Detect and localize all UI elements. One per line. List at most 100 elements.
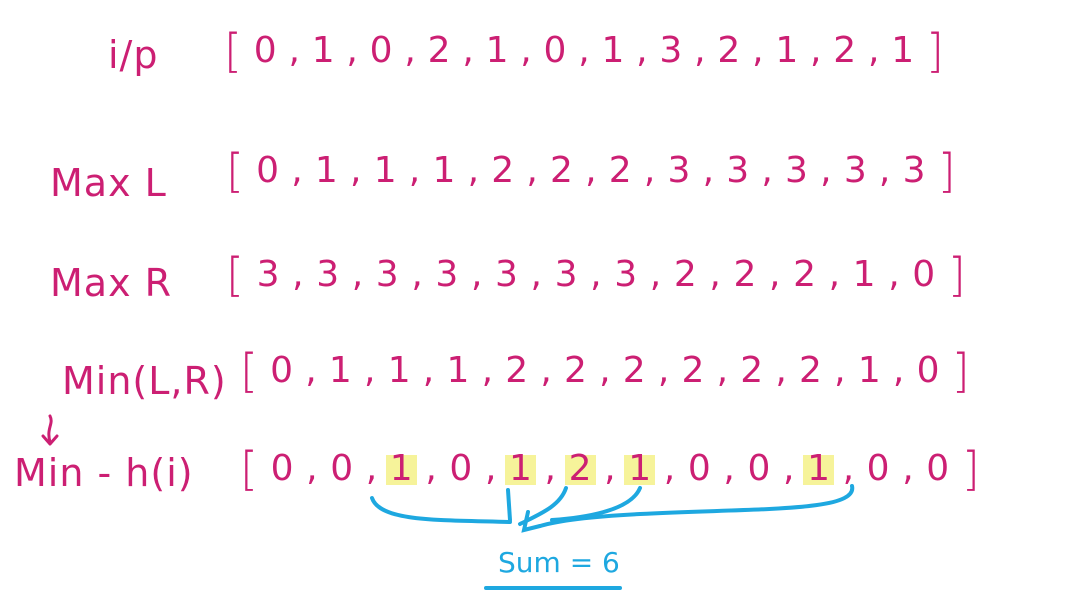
open-bracket: [: [224, 24, 242, 78]
comma: ,: [834, 350, 846, 391]
close-bracket: ]: [937, 144, 956, 198]
comma: ,: [892, 350, 905, 391]
comma: ,: [761, 150, 773, 191]
label-input: i/p: [108, 33, 159, 77]
array-cell: 3: [843, 150, 867, 191]
highlighted-cell: 1: [385, 448, 417, 489]
open-bracket: [: [226, 144, 244, 198]
array-max-right: [3,3,3,3,3,3,3,2,2,2,1,0]: [226, 252, 966, 298]
open-bracket: [: [240, 442, 258, 496]
array-cell: 0: [687, 448, 711, 489]
comma: ,: [467, 150, 480, 191]
comma: ,: [585, 150, 597, 191]
comma: ,: [828, 254, 841, 295]
label-max-left: Max L: [50, 161, 167, 205]
array-cell: 1: [485, 30, 509, 71]
array-cell: 0: [866, 448, 890, 489]
comma: ,: [530, 254, 542, 295]
comma: ,: [411, 254, 423, 295]
comma: ,: [346, 30, 358, 71]
array-water: [0,0,1,0,1,2,1,0,0,1,0,0]: [240, 446, 980, 492]
connector-arrowhead: [521, 510, 542, 533]
connector-from-cell-2: [370, 496, 512, 524]
comma: ,: [820, 150, 832, 191]
array-cell: 3: [614, 254, 638, 295]
array-cell: 0: [369, 30, 393, 71]
array-cell: 2: [491, 150, 515, 191]
array-cell: 3: [726, 150, 750, 191]
array-cell: 0: [270, 350, 294, 391]
array-cell: 0: [270, 448, 294, 489]
array-cell: 0: [253, 30, 277, 71]
comma: ,: [663, 448, 676, 489]
connector-from-cell-4: [506, 488, 512, 522]
array-cell: 1: [446, 350, 470, 391]
comma: ,: [404, 30, 416, 71]
sum-label: Sum = 6: [498, 546, 620, 579]
comma: ,: [782, 448, 795, 489]
comma: ,: [578, 30, 590, 71]
open-bracket: [: [226, 248, 244, 302]
highlighted-cell: 1: [803, 448, 834, 489]
comma: ,: [643, 150, 656, 191]
connector-from-cell-6: [550, 486, 642, 522]
comma: ,: [768, 254, 781, 295]
comma: ,: [723, 448, 735, 489]
comma: ,: [540, 350, 552, 391]
array-cell: 3: [785, 150, 808, 191]
comma: ,: [636, 30, 648, 71]
comma: ,: [752, 30, 764, 71]
array-min-lr: [0,1,1,1,2,2,2,2,2,2,1,0]: [240, 348, 970, 394]
array-cell: 2: [799, 350, 822, 391]
array-cell: 1: [891, 30, 915, 71]
array-cell: 1: [328, 350, 352, 391]
array-cell: 1: [314, 150, 338, 191]
array-cell: 0: [449, 448, 473, 489]
comma: ,: [544, 448, 556, 489]
comma: ,: [902, 448, 914, 489]
array-cell: 2: [505, 350, 529, 391]
array-cell: 3: [667, 150, 691, 191]
comma: ,: [364, 350, 376, 391]
comma: ,: [305, 350, 317, 391]
comma: ,: [288, 30, 300, 71]
comma: ,: [462, 30, 474, 71]
array-cell: 0: [912, 254, 936, 295]
array-cell: 2: [717, 30, 741, 71]
array-cell: 1: [857, 350, 881, 391]
comma: ,: [422, 350, 435, 391]
comma: ,: [842, 448, 855, 489]
down-arrow-icon: [41, 414, 59, 446]
comma: ,: [702, 150, 715, 191]
array-cell: 2: [740, 350, 764, 391]
array-cell: 1: [311, 30, 335, 71]
comma: ,: [470, 254, 483, 295]
array-cell: 2: [622, 350, 646, 391]
close-bracket: ]: [951, 344, 970, 398]
array-cell: 2: [733, 254, 757, 295]
array-cell: 3: [316, 254, 340, 295]
highlighted-cell: 1: [505, 448, 536, 489]
comma: ,: [878, 150, 891, 191]
comma: ,: [292, 254, 304, 295]
connector-from-cell-9: [538, 484, 855, 528]
label-water: Min - h(i): [14, 451, 194, 495]
comma: ,: [775, 350, 787, 391]
array-cell: 3: [435, 254, 459, 295]
array-cell: 2: [427, 30, 451, 71]
comma: ,: [716, 350, 729, 391]
comma: ,: [888, 254, 900, 295]
highlighted-cell: 1: [624, 448, 656, 489]
array-cell: 2: [793, 254, 816, 295]
array-cell: 0: [256, 150, 280, 191]
comma: ,: [365, 448, 378, 489]
comma: ,: [408, 150, 421, 191]
array-cell: 3: [902, 150, 926, 191]
array-cell: 2: [549, 150, 573, 191]
comma: ,: [867, 30, 880, 71]
comma: ,: [649, 254, 662, 295]
array-input: [0,1,0,2,1,0,1,3,2,1,2,1]: [224, 28, 944, 74]
comma: ,: [306, 448, 318, 489]
array-cell: 3: [375, 254, 399, 295]
